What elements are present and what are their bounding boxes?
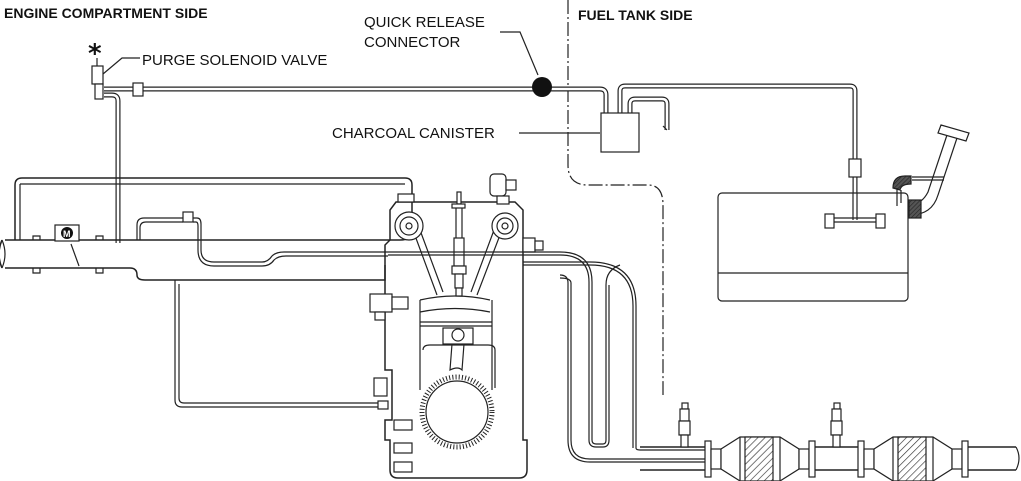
cam-position-sensor [369,293,393,313]
fuel-tank [717,192,909,302]
hose-joint [132,82,144,97]
oxygen-sensor-front [678,402,691,448]
charcoal-canister [600,112,640,153]
canister-vent-hose [627,96,670,130]
exhaust-pipe [640,446,705,471]
flange [961,440,969,478]
tailpipe [968,446,1020,471]
catalyst-element-front [744,436,774,481]
asterisk-note-icon: * [88,39,102,69]
spark-plug [451,191,467,297]
rollover-valve [824,193,886,229]
vacuum-fitting [182,211,194,223]
motor-symbol: M [63,229,71,239]
exhaust-manifold-pipes [388,251,705,463]
motor-icon [61,227,73,239]
oxygen-sensor-rear [830,402,843,448]
region-divider [567,0,664,395]
fuel-tank-side-label: FUEL TANK SIDE [578,7,693,23]
engine-block [373,173,544,479]
crank-teeth [419,374,495,450]
purge-valve-leader [102,57,140,75]
charcoal-canister-label: CHARCOAL CANISTER [332,125,495,142]
catalyst-element-rear [897,436,927,481]
quick-release-connector-icon [532,77,552,97]
quick-release-leader [500,31,539,76]
canister-to-tank-hose [617,83,858,218]
engine-compartment-side-label: ENGINE COMPARTMENT SIDE [4,5,208,21]
flange [857,440,865,478]
map-sensor-fitting [377,400,389,410]
quick-release-label-line2: CONNECTOR [364,34,461,51]
purge-solenoid-valve-label: PURGE SOLENOID VALVE [142,52,327,69]
flange [808,440,816,478]
fuel-filler-neck [892,124,970,219]
crankshaft-pulley [425,380,489,444]
quick-release-label-line1: QUICK RELEASE [364,14,485,31]
purge-to-intake-hose [104,92,121,243]
flange [704,440,712,478]
throttle-plate [70,243,80,267]
purge-solenoid-valve [91,65,104,85]
purge-hose-main [104,86,609,115]
inline-filter [848,158,862,178]
